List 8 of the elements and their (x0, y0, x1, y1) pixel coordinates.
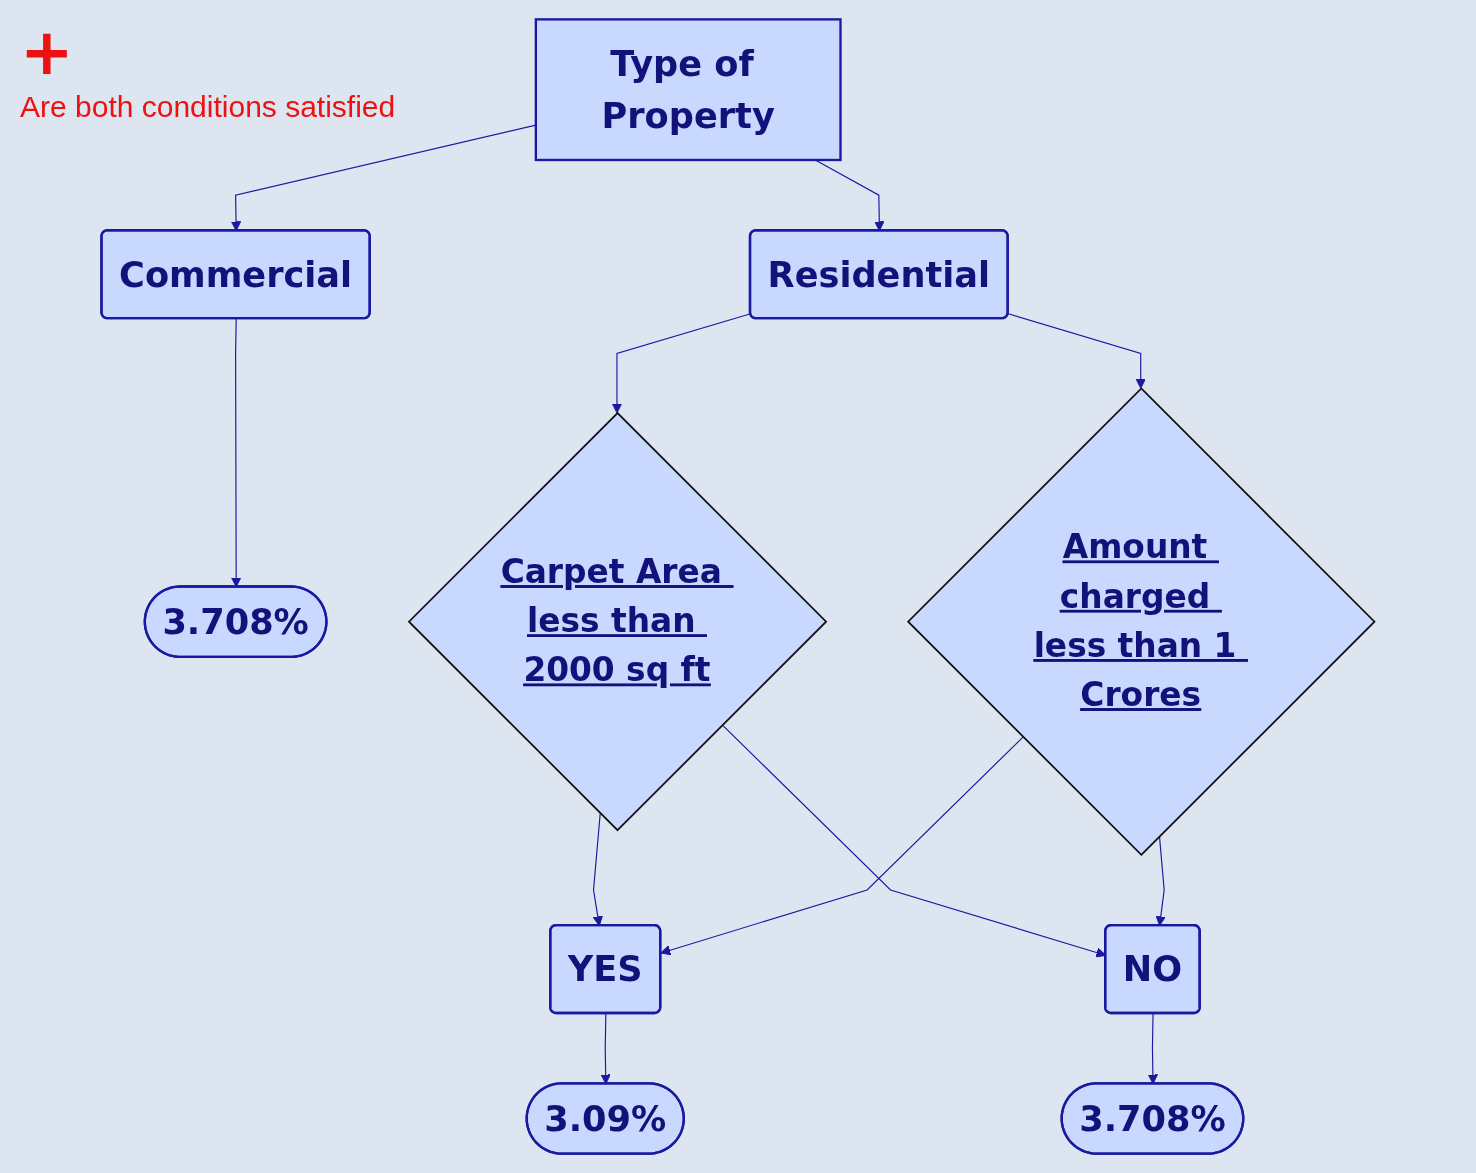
node-diamond: Amount charged less than 1 Crores (906, 387, 1376, 857)
node-box: Type of Property (534, 18, 842, 162)
note-text: Are both conditions satisfied (20, 90, 396, 124)
node-diamond: Carpet Area less than 2000 sq ft (407, 411, 828, 832)
arrow (611, 313, 752, 414)
arrow (1007, 313, 1146, 389)
plus-sign: + (20, 20, 75, 84)
arrow (660, 736, 1024, 956)
